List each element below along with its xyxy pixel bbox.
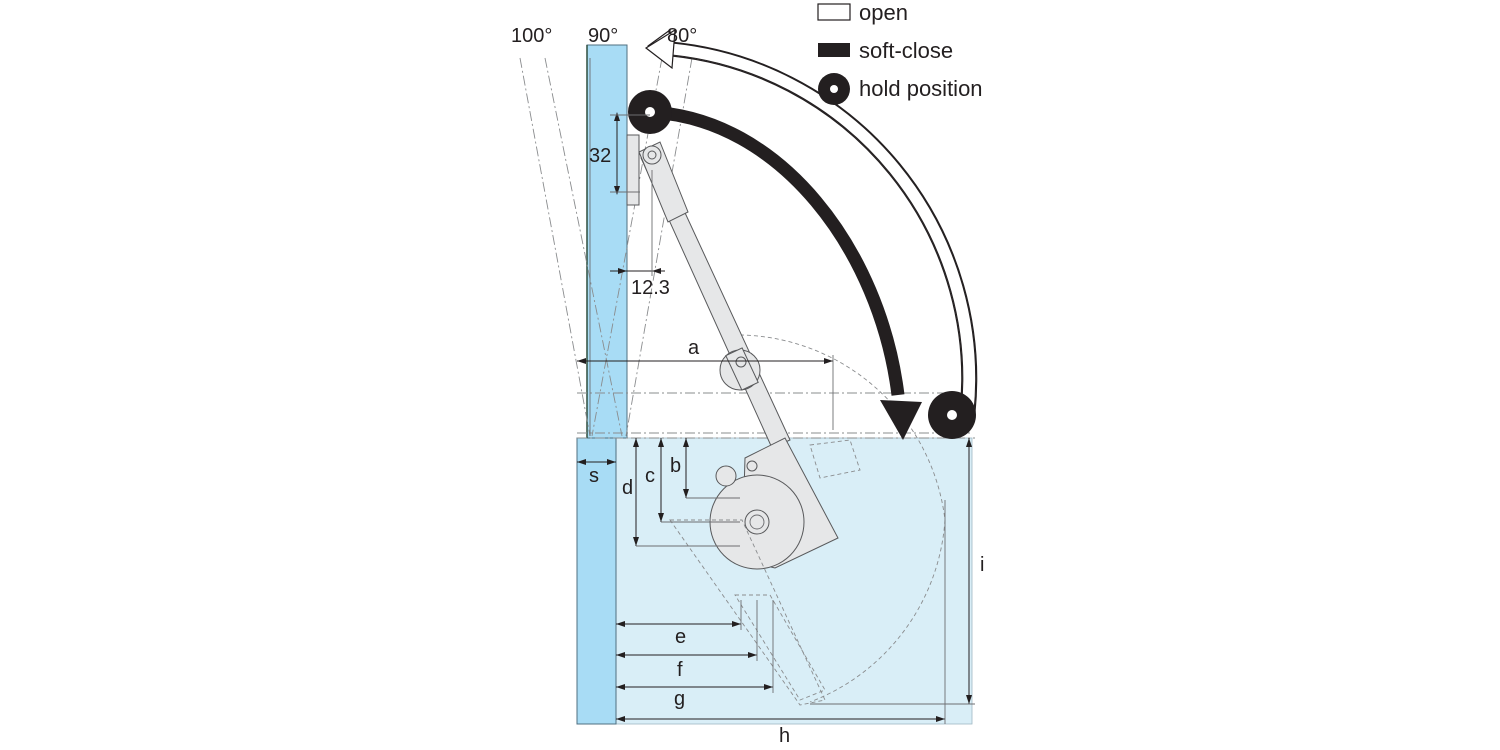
legend-open-label: open [859,0,908,25]
flap-mounting-bracket [626,134,640,206]
spring-drum-hub [744,509,770,535]
dim-h-arrow-right [936,716,945,722]
dim-g-arrow-left [616,684,625,690]
soft-close-arrow [649,105,905,396]
dim-a-arrow-left [577,358,586,364]
dim-32-label: 32 [589,145,611,167]
dim-f-arrow-right [748,652,757,658]
dim-e-arrow-left [616,621,625,627]
dim-i-arrow-bottom [966,695,972,704]
dim-32-arrow-top [614,112,620,121]
ghost-bracket [809,439,861,479]
open-motion-arrowhead [644,28,676,70]
dim-c-label: c [645,465,655,487]
legend-soft-close-label: soft-close [859,38,953,63]
dim-d-arrow-top [633,438,639,447]
angle-90-label: 90° [588,25,618,47]
legend: open soft-close hold position [817,0,983,105]
soft-close-arrowhead [880,400,922,440]
dim-g-label: g [674,688,685,710]
dim-f-arrow-left [616,652,625,658]
dim-12-3-arrow-right [652,268,661,274]
dim-b-label: b [670,455,681,477]
dim-b-arrow-top [683,438,689,447]
dim-12-3-arrow-left [618,268,627,274]
dim-g-arrow-right [764,684,773,690]
legend-open-swatch [817,3,851,21]
dim-f-label: f [677,659,683,681]
dim-c-arrow-top [658,438,664,447]
arm-middle-joint [725,347,759,391]
hold-position-marker-top [628,90,672,134]
angle-80-line-a [591,57,663,437]
housing-screw [715,465,737,487]
dim-h-arrow-left [616,716,625,722]
legend-soft-close-swatch [818,43,850,57]
dim-i-arrow-top [966,438,972,447]
flap-panel-open [586,44,628,439]
swing-arc-dashed [739,334,946,703]
legend-hold-position-label: hold position [859,76,983,101]
dim-a-label: a [688,337,700,359]
ghost-lower-link [734,594,826,701]
dim-h-label: h [779,725,790,747]
dim-a-arrow-right [824,358,833,364]
cabinet-side-panel [576,437,617,725]
legend-hold-position-icon-center [830,85,838,93]
dim-e-arrow-right [732,621,741,627]
dim-32-arrow-bottom [614,186,620,195]
dim-12-3-label: 12.3 [631,277,670,299]
spring-drum-hub-inner [749,514,765,530]
arm-middle-pivot [735,356,747,368]
housing-screw-small [746,460,758,472]
arm-pivot-top-inner [647,150,657,160]
dim-c-arrow-bottom [658,513,664,522]
dim-d-label: d [622,477,633,499]
dim-d-arrow-bottom [633,537,639,546]
angle-100-label: 100° [511,25,552,47]
angle-80-label: 80° [667,25,697,47]
dim-s-arrow-right [607,459,616,465]
dim-e-label: e [675,626,686,648]
dim-i-label: i [980,554,984,576]
dim-s-label: s [589,465,599,487]
hold-position-marker-bottom [928,391,976,439]
dim-b-arrow-bottom [683,489,689,498]
angle-100-line-a [519,57,591,437]
dim-s-arrow-left [577,459,586,465]
